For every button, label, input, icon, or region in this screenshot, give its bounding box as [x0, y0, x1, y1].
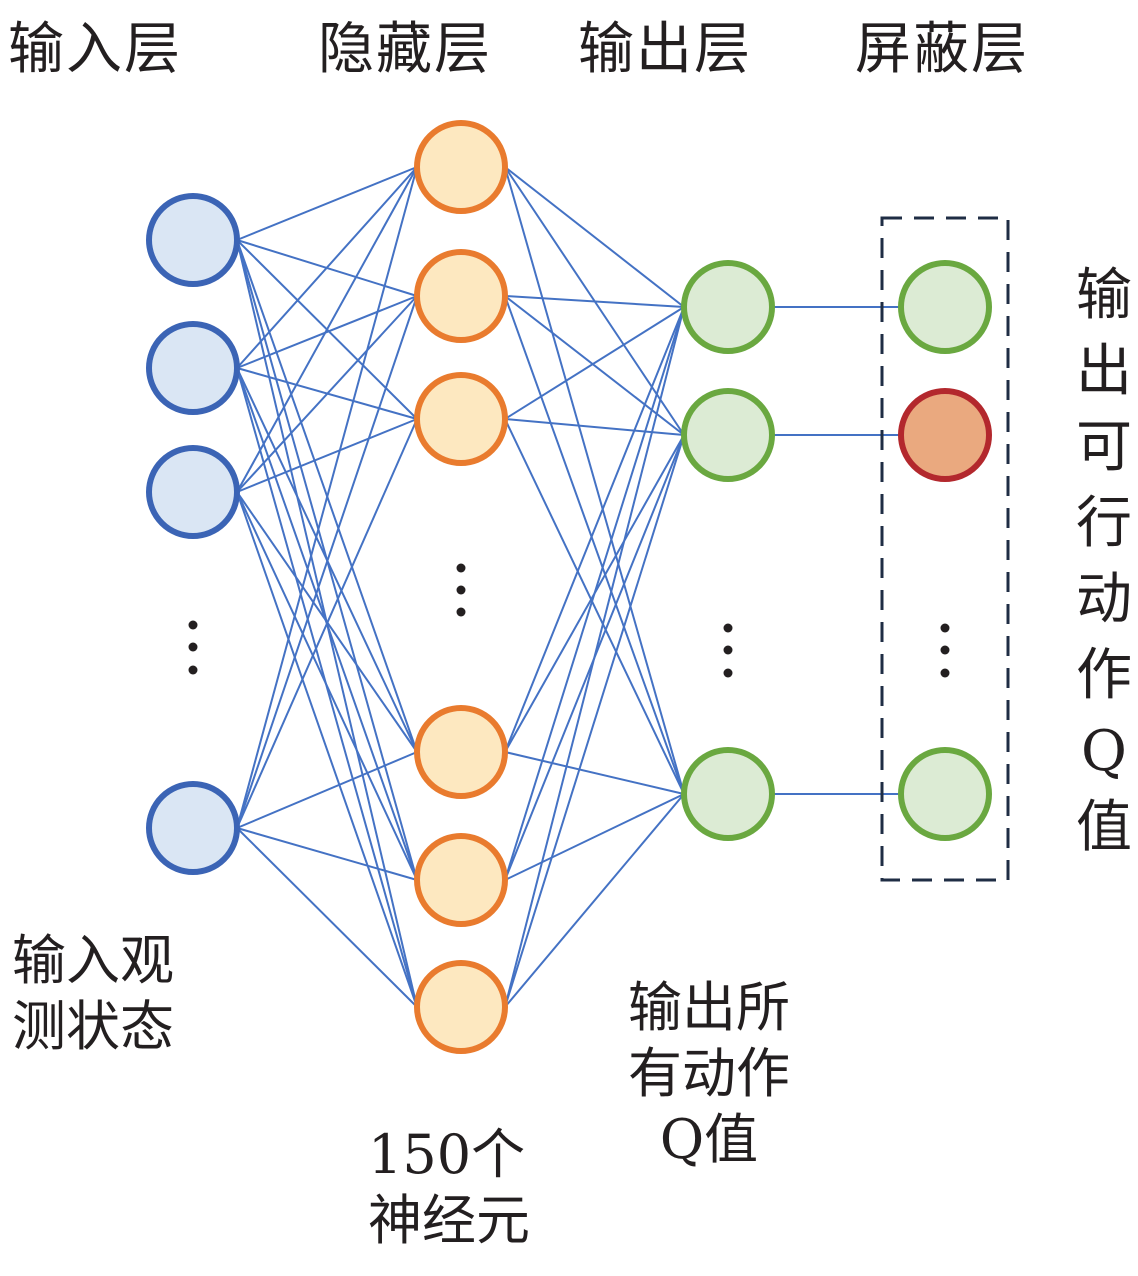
edge-input-hidden — [236, 295, 418, 493]
input-ellipsis-dot — [188, 665, 198, 675]
connection-edges — [236, 166, 901, 1008]
edge-hidden-output — [504, 295, 685, 795]
edge-hidden-output — [504, 793, 685, 881]
hidden-neuron — [414, 960, 508, 1054]
edge-input-hidden — [236, 827, 418, 1008]
hidden-neuron — [414, 705, 508, 799]
ellipsis-dots — [188, 563, 950, 678]
hidden-neuron — [414, 372, 508, 466]
edge-input-hidden — [236, 491, 418, 1008]
mask-ellipsis-dot — [940, 668, 950, 678]
input-ellipsis-dot — [188, 620, 198, 630]
edge-hidden-output — [504, 751, 685, 795]
edge-input-hidden — [236, 166, 418, 369]
input-neuron — [146, 193, 240, 287]
edge-input-hidden — [236, 166, 418, 493]
hidden-ellipsis-dot — [456, 607, 466, 617]
mask-layer-header: 屏蔽层 — [855, 17, 1029, 82]
mask-ellipsis-dot — [940, 623, 950, 633]
masked-neuron — [898, 388, 992, 482]
hidden-ellipsis-dot — [456, 585, 466, 595]
edge-input-hidden — [236, 295, 418, 369]
edge-hidden-output — [504, 166, 685, 795]
edge-hidden-output — [504, 166, 685, 308]
input-layer-note: 输入观 测状态 — [12, 929, 174, 1058]
mask-layer-note: 输出可行动作Q值 — [1076, 263, 1132, 860]
output-ellipsis-dot — [723, 623, 733, 633]
output-layer-header: 输出层 — [578, 17, 752, 82]
hidden-layer-header: 隐藏层 — [318, 17, 492, 82]
edge-hidden-output — [504, 306, 685, 1008]
output-neuron — [681, 260, 775, 354]
hidden-neuron — [414, 833, 508, 927]
mask-layer-dashed-box — [880, 216, 1010, 882]
edge-hidden-output — [504, 434, 685, 1008]
edge-input-hidden — [236, 827, 418, 881]
edge-hidden-output — [504, 295, 685, 308]
output-neuron — [681, 747, 775, 841]
hidden-neuron — [414, 249, 508, 343]
edge-input-hidden — [236, 295, 418, 829]
edge-hidden-output — [504, 418, 685, 436]
hidden-ellipsis-dot — [456, 563, 466, 573]
input-neuron — [146, 781, 240, 875]
edge-hidden-output — [504, 306, 685, 753]
input-neuron — [146, 321, 240, 415]
output-ellipsis-dot — [723, 645, 733, 655]
input-layer-header: 输入层 — [8, 17, 182, 82]
input-ellipsis-dot — [188, 642, 198, 652]
mask-neuron — [898, 260, 992, 354]
neurons — [146, 120, 992, 1054]
hidden-neuron — [414, 120, 508, 214]
input-neuron — [146, 445, 240, 539]
output-layer-note: 输出所 有动作 Q值 — [628, 976, 790, 1171]
hidden-layer-note: 150个 神经元 — [368, 1123, 530, 1252]
edge-hidden-output — [504, 793, 685, 1008]
edge-hidden-output — [504, 306, 685, 881]
edge-input-hidden — [236, 418, 418, 829]
output-neuron — [681, 388, 775, 482]
mask-neuron — [898, 747, 992, 841]
edge-input-hidden — [236, 166, 418, 241]
edge-hidden-output — [504, 418, 685, 795]
edge-input-hidden — [236, 166, 418, 829]
edge-input-hidden — [236, 751, 418, 829]
mask-ellipsis-dot — [940, 645, 950, 655]
output-ellipsis-dot — [723, 668, 733, 678]
edge-hidden-output — [504, 306, 685, 420]
edge-hidden-output — [504, 295, 685, 436]
edge-input-hidden — [236, 491, 418, 881]
edge-input-hidden — [236, 418, 418, 493]
